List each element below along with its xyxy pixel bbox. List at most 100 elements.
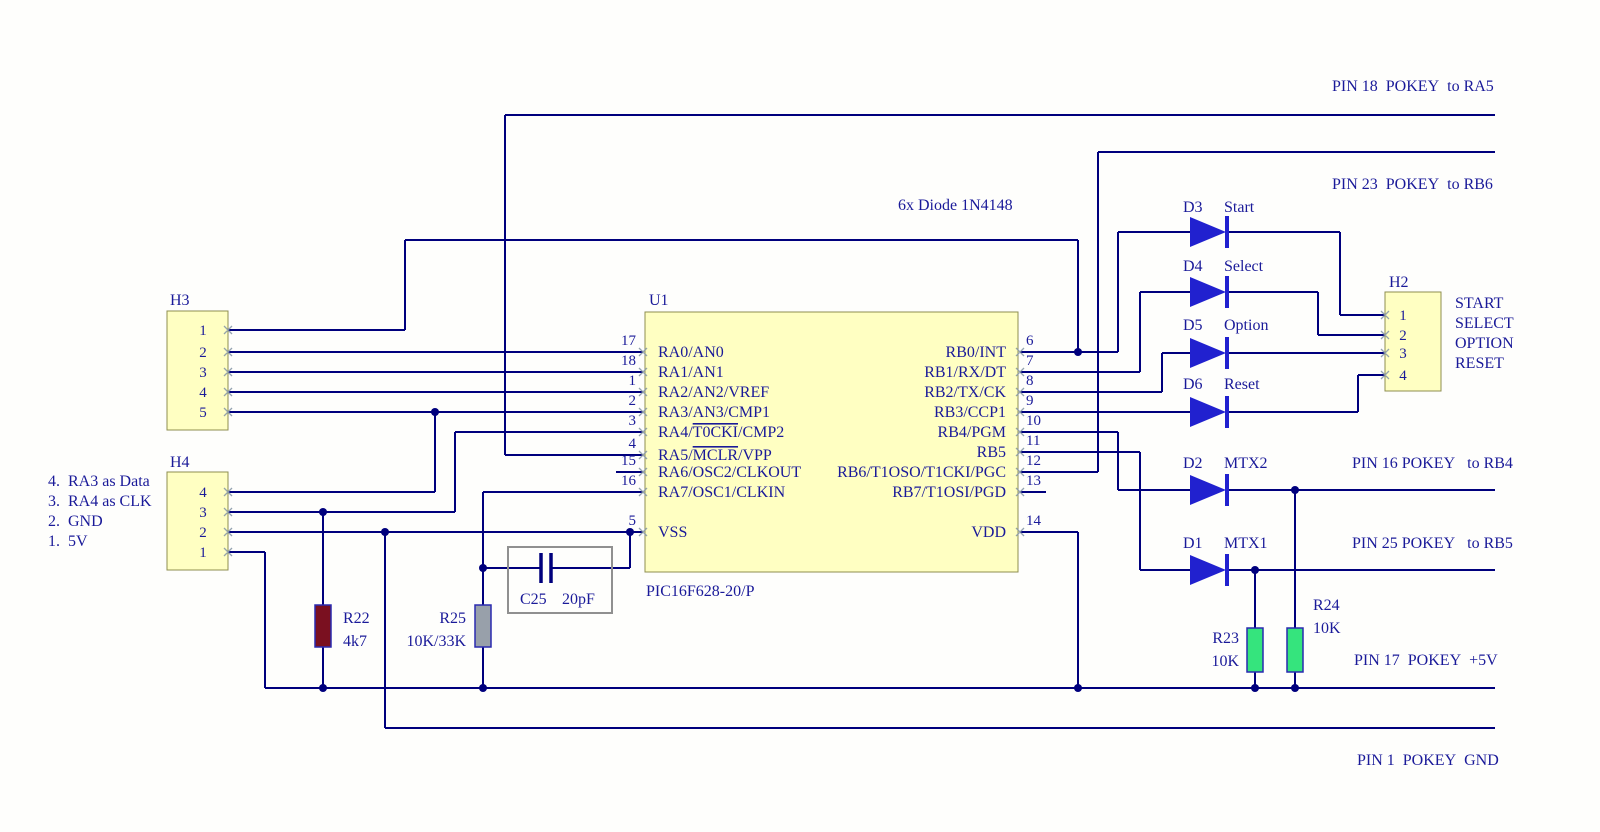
d5-name: Option [1224,317,1268,334]
h3-pin-number: 5 [199,405,207,421]
r25-body [474,604,492,648]
d1-ref: D1 [1183,535,1203,552]
c25-highlight-frame [507,546,613,614]
diode-triangle [1190,277,1226,307]
u1-pin-number: 17 [621,333,637,349]
d4-name: Select [1224,258,1264,275]
r25-ref: R25 [439,610,466,627]
junction-dot [431,408,439,416]
u1-pin-name-ra1: RA1/AN1 [658,364,724,381]
pokey-label-rb5: PIN 25 POKEY to RB5 [1352,535,1513,552]
diode-triangle [1190,338,1226,368]
h4-note-line: 4. RA3 as Data [48,473,150,490]
h2-pin-number: 2 [1399,328,1407,344]
junction-dots [319,348,1299,692]
h4-pin-number: 4 [199,485,207,501]
r23-value: 10K [1211,653,1239,670]
u1-pin-name-rb6: RB6/T1OSO/T1CKI/PGC [837,464,1006,481]
junction-dot [1251,566,1259,574]
d1-name: MTX1 [1224,535,1268,552]
c25-value: 20pF [562,591,595,608]
h2-function-select: SELECT [1455,315,1514,332]
diode-d3-symbol [1190,216,1229,248]
h3-pin-number: 3 [199,365,207,381]
h4-pin-number: 3 [199,505,207,521]
c25-capacitor-symbol [539,553,553,583]
pokey-label-rb4: PIN 16 POKEY to RB4 [1352,455,1513,472]
u1-part-number: PIC16F628-20/P [646,583,755,600]
pokey-label-5v: PIN 17 POKEY +5V [1354,652,1498,669]
u1-pin-name-rb5: RB5 [977,444,1006,461]
diode-d5-symbol [1190,337,1229,369]
junction-dot [1074,348,1082,356]
d5-ref: D5 [1183,317,1203,334]
h2-function-reset: RESET [1455,355,1504,372]
r24-value: 10K [1313,620,1341,637]
diode-d2-symbol [1190,474,1229,506]
u1-pin-name-rb1: RB1/RX/DT [924,364,1006,381]
u1-pin-number: 18 [621,353,636,369]
junction-dot [1074,684,1082,692]
h4-pin-number: 1 [199,545,207,561]
u1-pin-number: 16 [621,473,637,489]
u1-pin-number: 7 [1026,353,1034,369]
junction-dot [479,684,487,692]
u1-pin-number: 4 [629,436,637,452]
u1-pin-name-ra3: RA3/AN3/CMP1 [658,404,770,421]
h4-pin-number: 2 [199,525,207,541]
u1-pin-name-rb0: RB0/INT [946,344,1007,361]
u1-pin-number: 8 [1026,373,1034,389]
r23-body [1246,627,1264,673]
r24-ref: R24 [1313,597,1340,614]
junction-dot [1291,684,1299,692]
d6-ref: D6 [1183,376,1203,393]
r25-value: 10K/33K [406,633,466,650]
d2-ref: D2 [1183,455,1203,472]
h4-note-line: 3. RA4 as CLK [48,493,152,510]
junction-dot [1291,486,1299,494]
u1-pin-name-vss: VSS [658,524,687,541]
u1-pin-name-ra6: RA6/OSC2/CLKOUT [658,464,801,481]
h3-pin-number: 2 [199,345,207,361]
u1-pin-number: 15 [621,453,636,469]
u1-pin-name-rb3: RB3/CCP1 [934,404,1006,421]
pokey-label-gnd: PIN 1 POKEY GND [1357,752,1499,769]
h2-pin-number: 4 [1399,368,1407,384]
h2-function-option: OPTION [1455,335,1514,352]
u1-ic-box [644,311,1019,573]
junction-dot [319,508,327,516]
u1-pin-number: 3 [629,413,637,429]
h3-label: H3 [170,292,190,309]
diode-d4-symbol [1190,276,1229,308]
d6-name: Reset [1224,376,1260,393]
h2-pin-number: 3 [1399,346,1407,362]
r23-ref: R23 [1212,630,1239,647]
pin-end-marks [223,310,1390,557]
diode-d6-symbol [1190,396,1229,428]
h2-function-start: START [1455,295,1504,312]
u1-pin-name-ra2: RA2/AN2/VREF [658,384,769,401]
u1-pin-name-rb2: RB2/TX/CK [924,384,1006,401]
diode-triangle [1190,217,1226,247]
u1-pin-number: 10 [1026,413,1041,429]
h2-label: H2 [1389,274,1409,291]
d3-name: Start [1224,199,1255,216]
u1-pin-number: 6 [1026,333,1034,349]
u1-pin-number: 5 [629,513,637,529]
r22-body [314,604,332,648]
u1-pin-name-ra4: RA4/T0CKI/CMP2 [658,424,784,441]
diode-note: 6x Diode 1N4148 [898,197,1013,214]
h4-note-line: 2. GND [48,513,103,530]
u1-pin-number: 1 [629,373,637,389]
r22-ref: R22 [343,610,370,627]
u1-pin-number: 9 [1026,393,1034,409]
u1-label: U1 [649,292,669,309]
diode-d1-symbol [1190,554,1229,586]
h4-note-line: 1. 5V [48,533,88,550]
h4-connector-box [166,471,229,571]
diode-triangle [1190,397,1226,427]
junction-dot [319,684,327,692]
u1-pin-name-ra0: RA0/AN0 [658,344,724,361]
